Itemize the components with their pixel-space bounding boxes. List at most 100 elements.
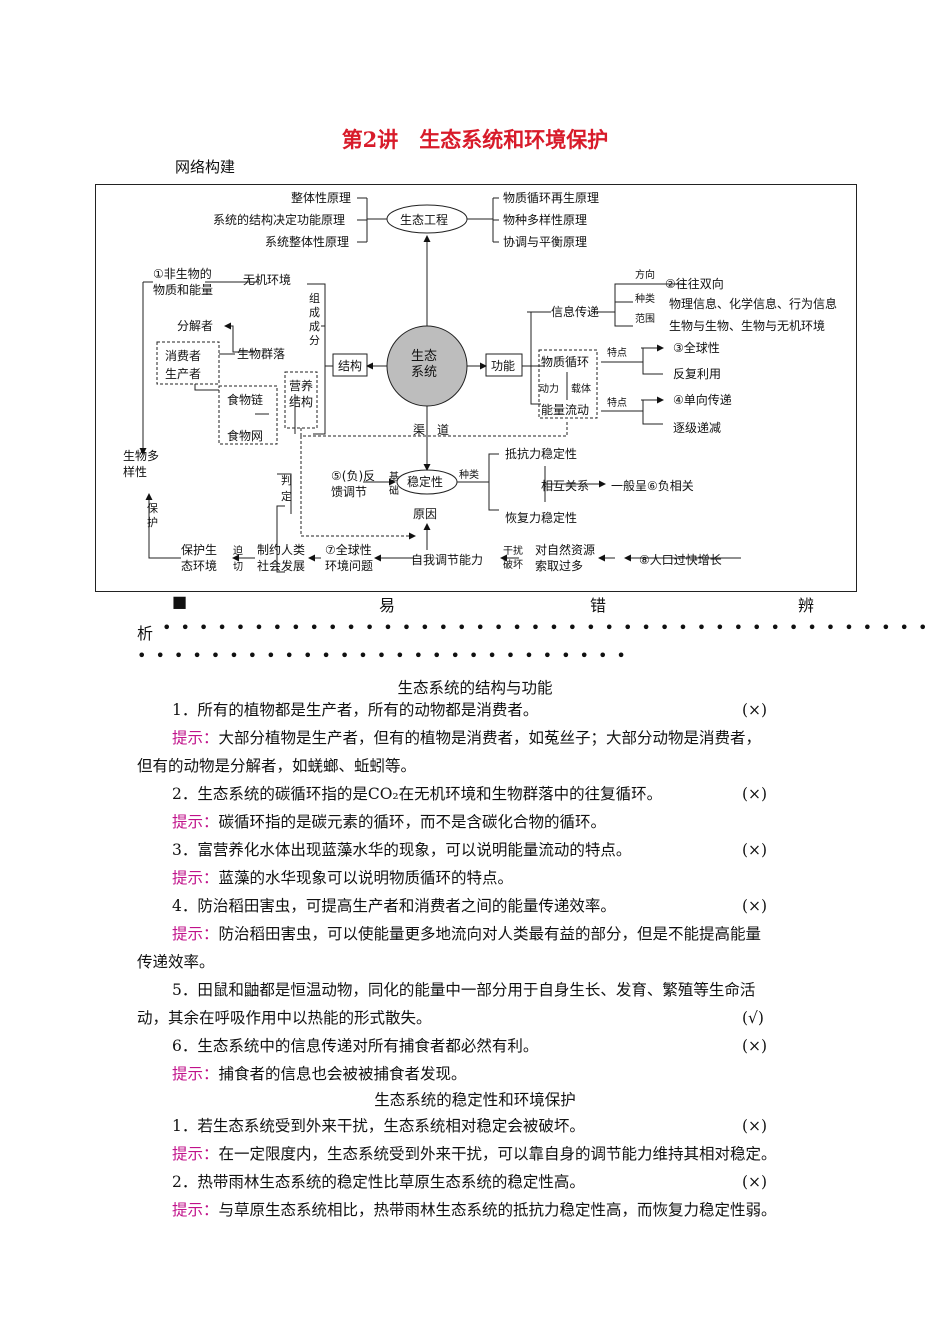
diagram-urgent-label: 迫 — [233, 544, 243, 557]
diagram-function-box-label: 功能 — [491, 359, 515, 373]
mark-1-4: (×) — [742, 897, 768, 915]
hint-2-2: 与草原生态系统相比，热带雨林生态系统的抵抗力稳定性高，而恢复力稳定性弱。 — [218, 1201, 777, 1219]
diagram-principle-label: 系统的结构决定功能原理 — [213, 212, 345, 227]
diagram-composition-label: 成 — [309, 306, 320, 319]
hint-label: 提示： — [172, 1145, 219, 1163]
q1-4: 4．防治稻田害虫，可提高生产者和消费者之间的能量传递效率。 — [172, 897, 616, 915]
diagram-restrict-label: 制约人类 — [257, 542, 305, 557]
diagram-protect-env-label: 态环境 — [181, 558, 217, 573]
dotted-rule-2: ••••••••••••••••••••••••••• — [137, 646, 635, 665]
diagram-channel-label: 渠 道 — [413, 423, 449, 437]
diagram-global-env-label: ⑦全球性 — [325, 542, 372, 557]
diagram-judge-label: 定 — [281, 489, 292, 503]
hint-label: 提示： — [172, 1065, 219, 1083]
diagram-disturb-label: 破坏 — [503, 558, 523, 571]
hint-label: 提示： — [172, 813, 219, 831]
q1-5b: 动，其余在呼吸作用中以热能的形式散失。 — [137, 1009, 432, 1027]
diagram-feature-label: 特点 — [607, 397, 627, 409]
section-heading-1: 生态系统的结构与功能 — [397, 679, 553, 697]
hint-1-1a: 大部分植物是生产者，但有的植物是消费者，如菟丝子；大部分动物是消费者， — [218, 729, 762, 747]
diagram-kind-label: 种类 — [635, 292, 655, 305]
hint-label: 提示： — [172, 729, 219, 747]
mark-1-6: (×) — [742, 1037, 768, 1055]
diagram-disturb-label: 干扰 — [503, 544, 523, 557]
diagram-info-scope-label: 生物与生物、生物与无机环境 — [669, 318, 825, 333]
diagram-biodiversity-label: 样性 — [123, 464, 147, 479]
concept-map-diagram: 生态系统生态工程整体性原理系统的结构决定功能原理系统整体性原理物质循环再生原理物… — [95, 184, 857, 592]
diagram-energy-flow-label: 能量流动 — [541, 403, 589, 417]
page-title: 第2讲 生态系统和环境保护 — [341, 127, 609, 152]
mark-2-2: (×) — [742, 1173, 768, 1191]
hint-label: 提示： — [172, 869, 219, 887]
diagram-principle-label: 物种多样性原理 — [503, 212, 587, 227]
mark-1-3: (×) — [742, 841, 768, 859]
diagram-power-label: 动力 — [539, 382, 559, 395]
hint-2-1: 在一定限度内，生态系统受到外来干扰，可以靠自身的调节能力维持其相对稳定。 — [218, 1145, 777, 1163]
diagram-over-take-label: 索取过多 — [535, 559, 583, 573]
diagram-restrict-label: 社会发展 — [257, 558, 305, 573]
diagram-food-chain-label: 食物链 — [227, 392, 263, 407]
diagram-consumer-label: 消费者 — [165, 349, 201, 363]
diagram-urgent-label: 切 — [233, 561, 243, 573]
diagram-feature-label: 特点 — [607, 347, 627, 359]
diagram-eco-engineering-label: 生态工程 — [400, 212, 448, 227]
diagram-structure-box-label: 结构 — [338, 358, 362, 373]
diagram-biodiversity-label: 生物多 — [123, 449, 159, 463]
diagram-scope-label: 范围 — [635, 312, 655, 325]
diagram-basis-label: 础 — [389, 485, 399, 497]
diagram-pop-growth-label: ⑧人口过快增长 — [639, 553, 722, 567]
diagram-nonliving-label: ①非生物的 — [153, 266, 212, 281]
error-heading-char-4: 析 — [137, 624, 154, 643]
diagram-decomposer-label: 分解者 — [177, 319, 213, 333]
diagram-info-transfer-label: 信息传递 — [551, 304, 599, 319]
diagram-judge-label: 判 — [281, 474, 292, 487]
diagram-direction-label: 方向 — [635, 268, 655, 281]
diagram-carrier-label: 载体 — [571, 383, 591, 395]
diagram-protect-label: 护 — [147, 515, 158, 529]
diagram-reason-label: 原因 — [413, 507, 437, 521]
diagram-global-label: ③全球性 — [673, 340, 720, 355]
diagram-center-label-label: 生态 — [411, 349, 437, 364]
diagram-recover-label: 恢复力稳定性 — [505, 510, 577, 525]
diagram-principle-label: 整体性原理 — [291, 190, 351, 205]
diagram-food-web-label: 食物网 — [227, 428, 263, 443]
diagram-decrease-label: 逐级递减 — [673, 421, 721, 435]
diagram-self-regulation-label: 自我调节能力 — [411, 553, 483, 567]
diagram-basis-label: 基 — [389, 470, 399, 483]
mark-1-5: (√) — [742, 1009, 764, 1027]
diagram-global-env-label: 环境问题 — [325, 558, 373, 573]
dotted-rule-1: ••••••••••••••••••••••••••••••••••••••••… — [162, 618, 937, 637]
hint-1-3: 蓝藻的水华现象可以说明物质循环的特点。 — [218, 869, 514, 887]
error-heading-square: ■ — [172, 592, 188, 611]
hint-1-4a: 防治稻田害虫，可以使能量更多地流向对人类最有益的部分，但是不能提高能量 — [218, 925, 762, 943]
diagram-nonliving-label: 物质和能量 — [153, 283, 213, 297]
diagram-producer-label: 生产者 — [165, 367, 201, 381]
diagram-principle-label: 系统整体性原理 — [265, 234, 349, 249]
hint-1-4b: 传递效率。 — [137, 953, 215, 971]
q1-5a: 5．田鼠和鼬都是恒温动物，同化的能量中一部分用于自身生长、发育、繁殖等生命活 — [172, 981, 756, 999]
diagram-general-label: 一般呈⑥负相关 — [611, 478, 694, 493]
diagram-reuse-label: 反复利用 — [673, 367, 721, 381]
diagram-one-way-label: ④单向传递 — [673, 392, 732, 407]
diagram-trophic-label: 营养 — [289, 378, 313, 393]
diagram-types-label: 种类 — [459, 468, 479, 481]
q1-1: 1．所有的植物都是生产者，所有的动物都是消费者。 — [172, 701, 539, 719]
mark-1-1: (×) — [742, 701, 768, 719]
error-heading-char-2: 错 — [590, 596, 607, 615]
diagram-over-take-label: 对自然资源 — [535, 542, 595, 557]
section-heading-2: 生态系统的稳定性和环境保护 — [374, 1091, 576, 1109]
mark-1-2: (×) — [742, 785, 768, 803]
diagram-principle-label: 协调与平衡原理 — [503, 234, 587, 249]
diagram-feedback-label: 馈调节 — [331, 485, 367, 499]
diagram-center-label-label: 系统 — [411, 365, 437, 380]
diagram-principle-label: 物质循环再生原理 — [503, 191, 599, 205]
diagram-composition-label: 成 — [309, 320, 320, 333]
hint-label: 提示： — [172, 925, 219, 943]
diagram-stability-label: 稳定性 — [407, 474, 443, 489]
diagram-bidirectional-label: ②往往双向 — [665, 276, 724, 291]
mark-2-1: (×) — [742, 1117, 768, 1135]
diagram-material-cycle-label: 物质循环 — [541, 355, 589, 369]
diagram-protect-label: 保 — [147, 501, 158, 515]
diagram-protect-env-label: 保护生 — [181, 543, 217, 557]
error-heading-char-3: 辨 — [798, 596, 815, 615]
